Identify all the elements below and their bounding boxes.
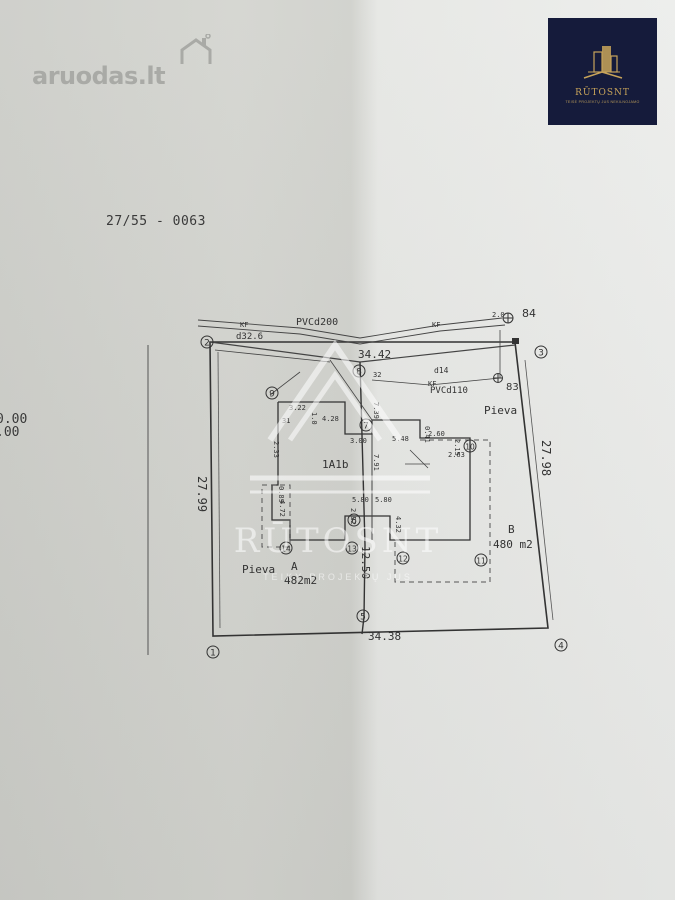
point-14: 14 xyxy=(281,545,291,554)
left-dimension-line xyxy=(217,351,221,629)
dim-32: 32 xyxy=(373,371,381,379)
corner-marker xyxy=(512,338,519,344)
point-7: 7 xyxy=(363,422,369,432)
point-84: 84 xyxy=(522,307,536,320)
pipe-pvc200-label: PVCd200 xyxy=(296,317,338,328)
pipe-pvc110-label: PVCd110 xyxy=(430,386,468,396)
cross-mark-a xyxy=(409,449,429,469)
dim-right: 27.98 xyxy=(539,440,553,476)
dim-2-32: 2.32 xyxy=(349,508,357,525)
point-markers xyxy=(200,335,568,659)
dim-5-80-b: 5.80 xyxy=(375,496,392,504)
utility-line-second xyxy=(197,324,506,345)
utility-line-top xyxy=(197,317,503,339)
dim-middle: 12.50 xyxy=(359,546,372,579)
parcel-a-area: 482m2 xyxy=(284,574,317,587)
dim-1-0: 1.0 xyxy=(310,412,318,425)
utility-pvc110 xyxy=(371,377,501,386)
dim-4-28: 4.28 xyxy=(322,415,339,423)
edge-value-top: 0.00 xyxy=(0,412,28,427)
parcel-b-letter: B xyxy=(508,523,515,536)
dim-2-0: 2.0 xyxy=(492,311,505,319)
logo-tagline: TEISĖ PROJEKTŲ JUS NEKILNOJAMO xyxy=(565,100,640,104)
rotated-dimensions: 7.39 7.91 0.41 2.15 0.89 4.72 2.32 4.32 … xyxy=(272,402,461,533)
parcel-b-area: 480 m2 xyxy=(493,538,533,551)
kf-label-3: KF xyxy=(428,380,436,388)
point-5: 5 xyxy=(360,613,366,623)
dim-4-72: 4.72 xyxy=(278,500,286,517)
dim-bottom: 34.38 xyxy=(368,630,401,643)
point-8: 8 xyxy=(356,368,362,378)
center-watermark: RŪTOSNT TEIKY PROJEKTŲ JUS xyxy=(234,339,443,582)
dim-0-89: 0.89 xyxy=(277,486,285,503)
dim-7-91: 7.91 xyxy=(372,454,380,471)
pipe-d32-label: d32.6 xyxy=(236,332,263,342)
utility-d32 xyxy=(214,349,331,363)
point-12: 12 xyxy=(398,555,408,564)
edge-value-bottom: .00 xyxy=(0,425,20,440)
dim-3-00: 3.00 xyxy=(350,437,367,445)
dim-top: 34.42 xyxy=(358,348,391,361)
dim-0-41: 0.41 xyxy=(423,426,431,443)
pipe-d14-label: d14 xyxy=(434,366,449,375)
point-13: 13 xyxy=(347,545,357,554)
dashed-outline-right xyxy=(394,439,491,583)
parcel-a-label: Pieva xyxy=(242,563,275,576)
document-number: 27/55 - 0063 xyxy=(106,214,206,229)
dim-2-15: 2.15 xyxy=(453,439,461,456)
point-10: 10 xyxy=(465,443,475,452)
point-4: 4 xyxy=(558,642,564,652)
dim-2-63: 2.63 xyxy=(448,451,465,459)
dim-2-33: 2.33 xyxy=(272,441,280,458)
dim-7-39: 7.39 xyxy=(372,402,380,419)
watermark-brand: RŪTOSNT xyxy=(234,521,443,561)
utility-diagonal xyxy=(329,359,373,421)
point-labels: 1 2 3 4 5 6 7 8 9 10 11 12 13 14 xyxy=(204,339,564,659)
parcel-a-letter: A xyxy=(291,560,298,573)
parcel-divider xyxy=(359,361,366,635)
dashed-outline-left xyxy=(261,484,291,548)
point-83: 83 xyxy=(506,382,519,393)
parcel-b-label: Pieva xyxy=(484,404,517,417)
point-9: 9 xyxy=(269,390,275,400)
dim-5-80-a: 5.80 xyxy=(352,496,369,504)
parcel-boundary xyxy=(209,341,549,637)
building-code: 1A1b xyxy=(322,458,349,471)
utility-branch xyxy=(269,371,301,396)
site-watermark: aruodas.lt xyxy=(32,62,166,90)
point-6: 6 xyxy=(351,517,357,527)
point-2: 2 xyxy=(204,339,210,349)
dim-2-60: 2.60 xyxy=(428,430,445,438)
point-1: 1 xyxy=(210,649,216,659)
house-watermark-icon xyxy=(180,34,212,64)
brand-logo: RŪTOSNT TEISĖ PROJEKTŲ JUS NEKILNOJAMO xyxy=(548,18,657,125)
dim-left: 27.99 xyxy=(195,476,209,512)
point-11: 11 xyxy=(476,557,486,566)
watermark-tagline: TEIKY PROJEKTŲ JUS xyxy=(263,572,413,582)
dim-4-32: 4.32 xyxy=(394,516,402,533)
building-logo-icon xyxy=(583,46,623,79)
logo-name: RŪTOSNT xyxy=(575,88,630,98)
right-dimension-line xyxy=(524,359,554,621)
dim-3-22: 3.22 xyxy=(289,404,306,412)
kf-label-2: KF xyxy=(432,321,440,329)
point-3: 3 xyxy=(538,349,544,359)
kf-label-1: KF xyxy=(240,321,248,329)
